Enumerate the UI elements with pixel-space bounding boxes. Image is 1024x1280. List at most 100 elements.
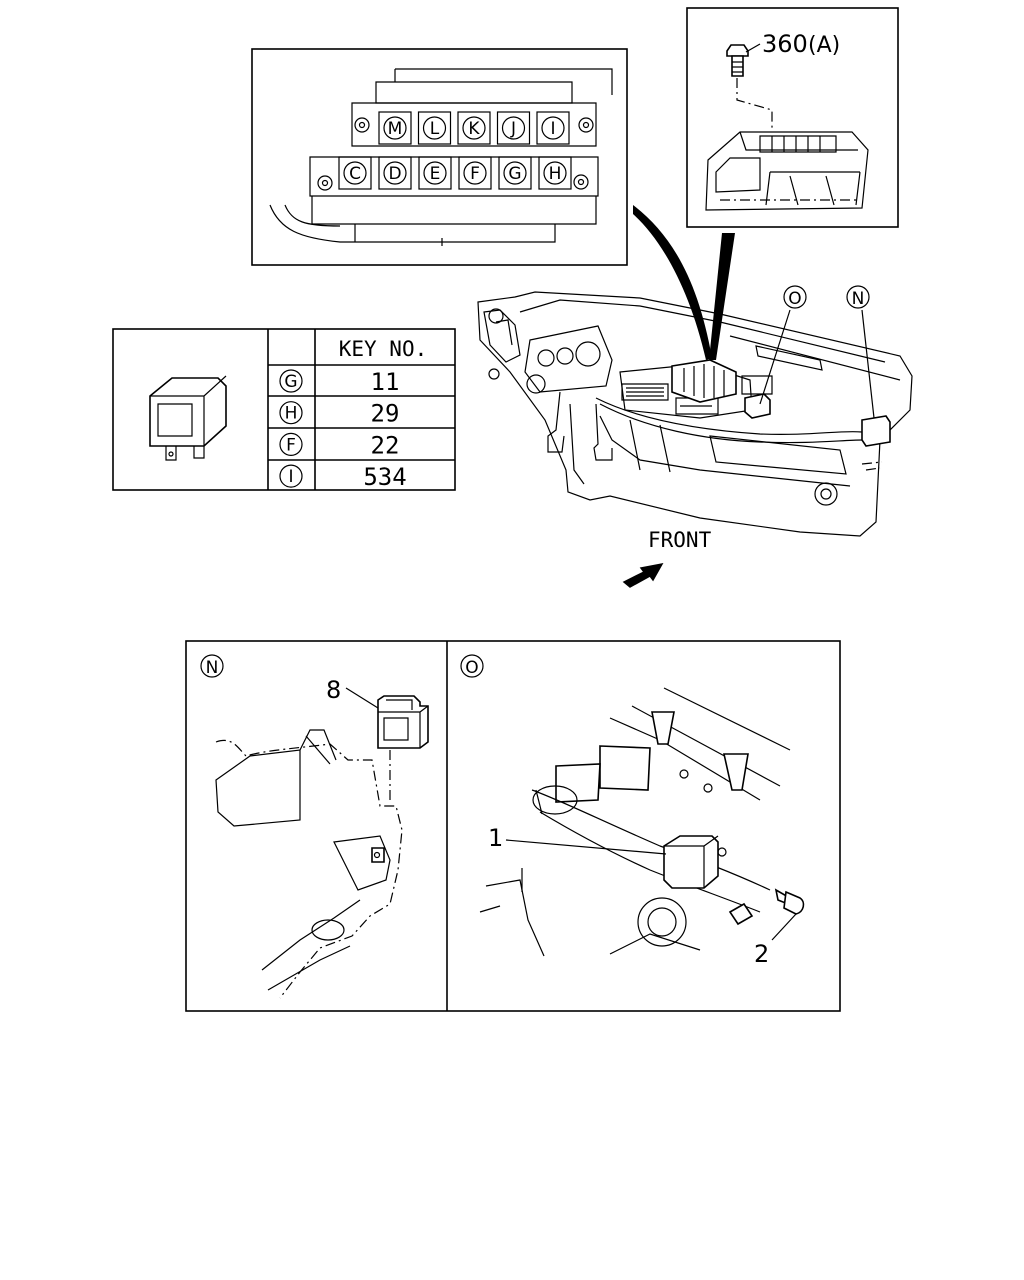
callout-o-badge xyxy=(783,285,807,309)
key-table-frame xyxy=(112,328,456,491)
fuse-letter-circle xyxy=(463,161,487,185)
key-letter-circle xyxy=(279,432,303,456)
detail-o-badge xyxy=(460,654,484,678)
fuse-slot-label: L xyxy=(430,119,440,139)
fuse-letter-circle xyxy=(383,161,407,185)
fuse-slot-label: J xyxy=(510,119,516,139)
fuse-slot-m: M xyxy=(378,111,412,145)
leader-wedge xyxy=(709,233,735,360)
fuse-slot-i: I xyxy=(536,111,570,145)
knob-icon xyxy=(488,308,504,324)
fuse-letter-circle xyxy=(422,116,447,140)
key-table-rows: G 11H 29F 22I 534 xyxy=(279,368,407,491)
fuse-slot-d: D xyxy=(378,156,412,190)
key-letter: F xyxy=(286,435,296,455)
relay-8-icon xyxy=(377,695,429,749)
detail-o: O 1 xyxy=(460,654,805,968)
key-table-row: H 29 xyxy=(279,400,400,428)
fuse-slot-label: H xyxy=(549,164,562,184)
bolt-part-suffix: (A) xyxy=(808,33,840,58)
fuse-slot-h: H xyxy=(538,156,572,190)
bolt-icon xyxy=(726,44,749,77)
fuse-letter-circle xyxy=(503,161,527,185)
relay-1-icon xyxy=(663,835,727,889)
front-arrow-icon xyxy=(622,562,664,588)
fuse-slot-label: E xyxy=(430,164,441,184)
fuse-slot-label: C xyxy=(349,164,361,184)
key-table-header: KEY NO. xyxy=(339,337,428,361)
fuse-slot-label: D xyxy=(388,164,401,184)
key-letter: H xyxy=(285,404,298,424)
fuse-letter-circle xyxy=(543,161,567,185)
key-table-row: G 11 xyxy=(279,368,400,396)
key-table: KEY NO. G 11H 29F 22I 534 xyxy=(112,328,456,491)
bolt-inset: 360 (A) xyxy=(686,7,899,228)
callout-n-badge xyxy=(846,285,870,309)
callout-o-label: O xyxy=(788,289,801,309)
fuse-slot-e: E xyxy=(418,156,452,190)
dashboard-view: O N xyxy=(477,285,913,537)
fuse-slot-label: M xyxy=(388,119,403,139)
fuse-block-inset: M L K J I C D E F G H xyxy=(251,48,628,266)
front-label: FRONT xyxy=(648,528,712,552)
callout-n-label: N xyxy=(852,289,865,309)
detail-panels-frame xyxy=(185,640,841,1012)
mount-screw-icon xyxy=(354,117,370,133)
fuse-slot-l: L xyxy=(417,111,452,145)
bolt-part-number: 360 xyxy=(762,30,808,58)
key-number: 11 xyxy=(371,368,400,396)
key-number: 534 xyxy=(363,463,406,491)
detail-n-badge-label: N xyxy=(206,658,219,678)
mount-screw-icon xyxy=(578,117,594,133)
key-number: 29 xyxy=(371,400,400,428)
detail-o-callout-1: 1 xyxy=(488,824,503,852)
stud-icon xyxy=(723,753,749,791)
fuse-slot-j: J xyxy=(496,111,531,145)
fuse-letter-circle xyxy=(462,116,486,140)
instrument-cluster xyxy=(524,325,613,393)
bolt-inset-frame xyxy=(686,7,899,228)
fuse-slot-c: C xyxy=(338,156,372,190)
mount-screw-icon xyxy=(573,174,589,190)
fuse-letter-circle xyxy=(501,116,526,140)
knob-icon xyxy=(526,374,546,394)
leader-wedge xyxy=(633,205,712,360)
relay-o-icon xyxy=(744,393,771,419)
relay-icon xyxy=(149,375,227,461)
clip-icon xyxy=(371,847,385,863)
fuse-row-bottom: C D E F G H xyxy=(338,156,572,190)
key-letter-circle xyxy=(279,464,303,488)
fuse-slot-label: I xyxy=(550,119,555,139)
detail-o-callout-2: 2 xyxy=(754,940,769,968)
key-letter-circle xyxy=(279,369,303,393)
bolt-2-icon xyxy=(774,888,805,915)
fuse-slot-label: G xyxy=(508,164,521,184)
detail-panels: N 8 O xyxy=(185,640,841,1012)
key-letter: I xyxy=(288,467,293,487)
vent-icon xyxy=(621,383,669,401)
fuse-slot-label: F xyxy=(470,164,480,184)
key-table-row: I 534 xyxy=(279,463,407,491)
fuse-slot-f: F xyxy=(458,156,492,190)
detail-o-badge-label: O xyxy=(465,658,478,678)
key-number: 22 xyxy=(371,431,400,459)
fuse-letter-circle xyxy=(541,116,565,140)
mount-screw-icon xyxy=(317,175,333,191)
key-letter: G xyxy=(284,372,297,392)
fuse-letter-circle xyxy=(383,116,407,140)
fuse-letter-circle xyxy=(343,161,367,185)
fuse-block-frame xyxy=(251,48,628,266)
fuse-slot-label: K xyxy=(468,119,480,139)
key-letter-circle xyxy=(279,401,303,425)
fuse-letter-circle xyxy=(423,161,447,185)
fuse-slot-k: K xyxy=(457,111,491,145)
detail-n-badge xyxy=(200,654,224,678)
detail-n: N 8 xyxy=(200,654,429,999)
relay-n-icon xyxy=(861,415,891,447)
stud-icon xyxy=(651,711,675,745)
key-table-row: F 22 xyxy=(279,431,400,459)
fuse-slot-g: G xyxy=(498,156,532,190)
detail-n-callout: 8 xyxy=(326,676,341,704)
